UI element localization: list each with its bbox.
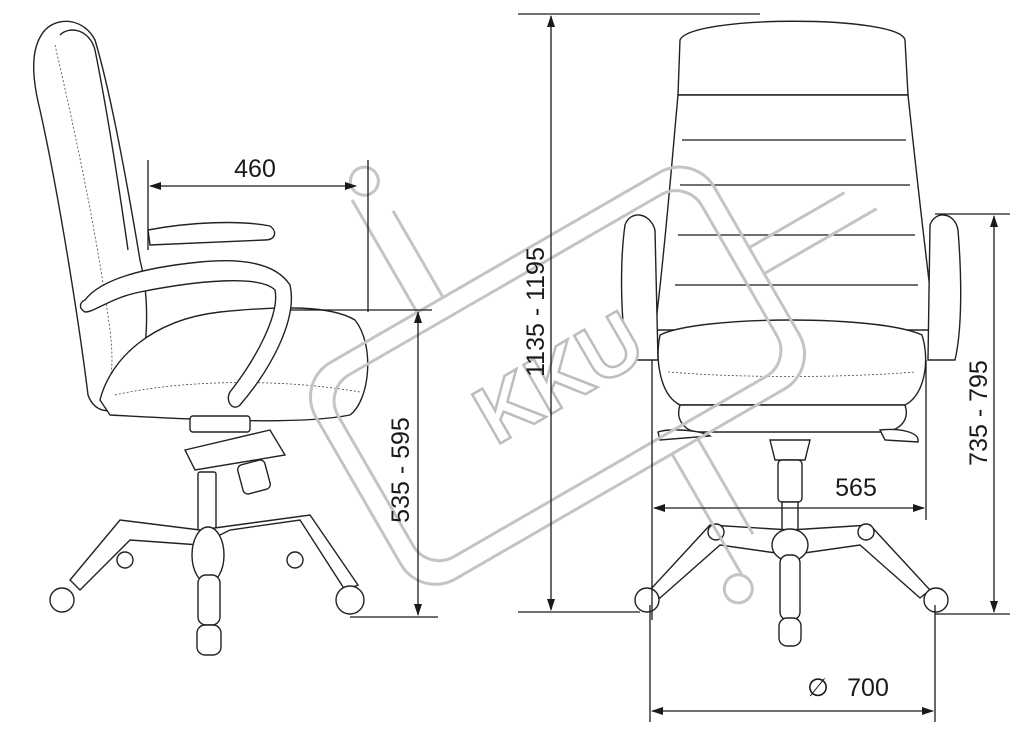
dimension-seat-depth: 460 <box>147 155 369 312</box>
armrest-height-label: 735 - 795 <box>965 360 993 466</box>
dimension-base-diameter: ∅ 700 <box>649 605 936 722</box>
front-view-chair <box>620 20 962 647</box>
base-diameter-label: 700 <box>847 674 889 702</box>
dimension-total-height: 1135 - 1195 <box>518 13 760 613</box>
dimension-seat-height: 535 - 595 <box>290 309 438 618</box>
side-view-chair <box>32 20 369 656</box>
total-height-label: 1135 - 1195 <box>522 247 550 377</box>
seat-width-label: 565 <box>835 474 877 502</box>
dimension-seat-width: 565 <box>651 360 927 620</box>
seat-height-label: 535 - 595 <box>387 417 415 523</box>
dimension-armrest-height: 735 - 795 <box>935 213 1010 615</box>
diameter-symbol: ∅ <box>807 674 829 702</box>
seat-depth-label: 460 <box>234 155 276 183</box>
